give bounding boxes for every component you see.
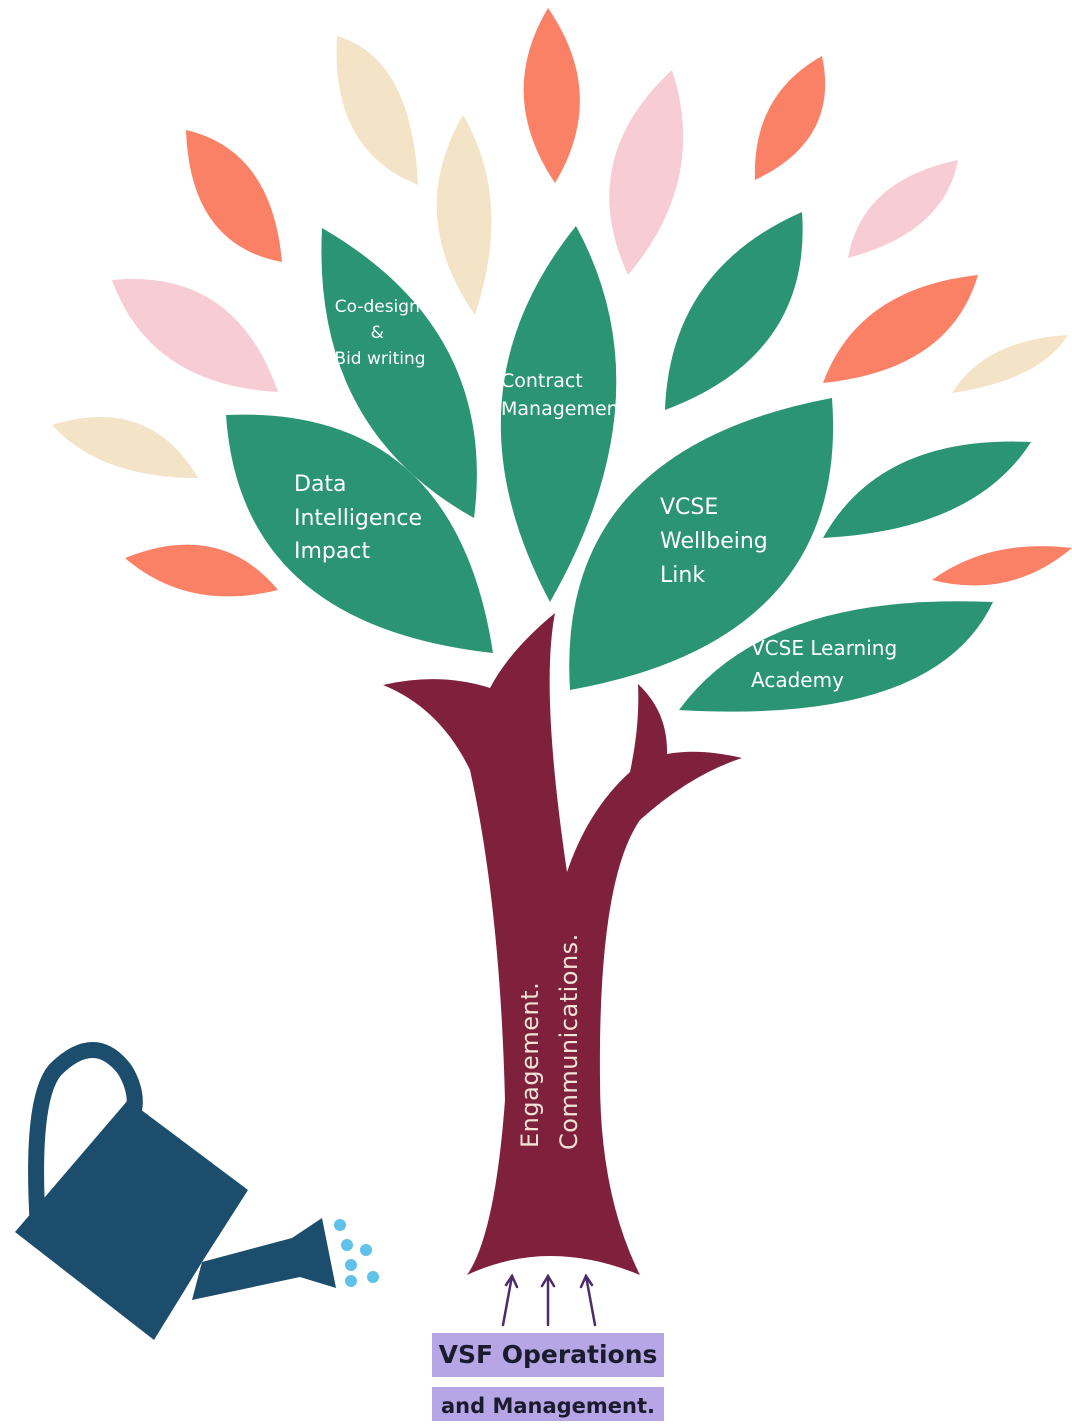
cream-leaf — [952, 335, 1068, 393]
leaf-co-design — [321, 228, 477, 518]
leaf-right — [823, 441, 1031, 538]
leaf-academy — [679, 601, 993, 712]
arrow-head — [504, 1273, 519, 1289]
watering-can-icon — [15, 1042, 379, 1340]
base-label-operations: VSF Operations — [432, 1333, 664, 1377]
water-drop — [334, 1219, 346, 1231]
leaf-wellbeing — [569, 398, 834, 690]
water-drop — [345, 1259, 357, 1271]
leaf-contract — [500, 226, 617, 602]
arrow-head — [540, 1273, 556, 1288]
cream-leaf — [336, 36, 418, 185]
water-drop — [360, 1244, 372, 1256]
pink-leaf — [848, 160, 958, 258]
watering-can-handle — [28, 1042, 143, 1236]
coral-leaf — [186, 130, 282, 262]
water-drop — [345, 1275, 357, 1287]
upward-arrows — [501, 1273, 597, 1327]
base-label-management: and Management. — [432, 1387, 664, 1421]
arrow-up-icon — [501, 1274, 514, 1327]
coral-leaf — [754, 56, 826, 180]
coral-leaf — [932, 546, 1072, 586]
leaf-data — [226, 414, 493, 653]
pink-leaf — [609, 70, 684, 275]
water-drop — [367, 1271, 379, 1283]
cream-leaf — [52, 417, 198, 478]
decorative-leaves — [52, 8, 1072, 597]
pink-leaf — [112, 278, 278, 392]
leaf-upper-right — [665, 212, 803, 410]
leaf-label-academy: VCSE Learning Academy — [751, 636, 904, 692]
arrow-up-icon — [584, 1274, 597, 1327]
cream-leaf — [436, 115, 492, 315]
watering-can-body — [15, 1100, 248, 1340]
coral-leaf — [823, 275, 978, 383]
watering-can-spout — [192, 1218, 336, 1300]
leaf-label-co-design: Co-design & Bid writing — [334, 297, 425, 369]
water-drop — [341, 1239, 353, 1251]
leaf-label-data: Data Intelligence Impact — [294, 472, 429, 564]
trunk-label-engagement: Engagement. — [516, 982, 544, 1148]
coral-leaf — [523, 8, 580, 183]
leaf-label-contract: Contract Management — [501, 370, 626, 420]
coral-leaf — [125, 544, 278, 597]
arrow-head — [579, 1273, 594, 1289]
main-leaves — [226, 212, 1031, 712]
leaf-label-wellbeing: VCSE Wellbeing Link — [660, 495, 775, 588]
tree-trunk — [383, 613, 742, 1275]
trunk-label-communications: Communications. — [555, 933, 583, 1150]
